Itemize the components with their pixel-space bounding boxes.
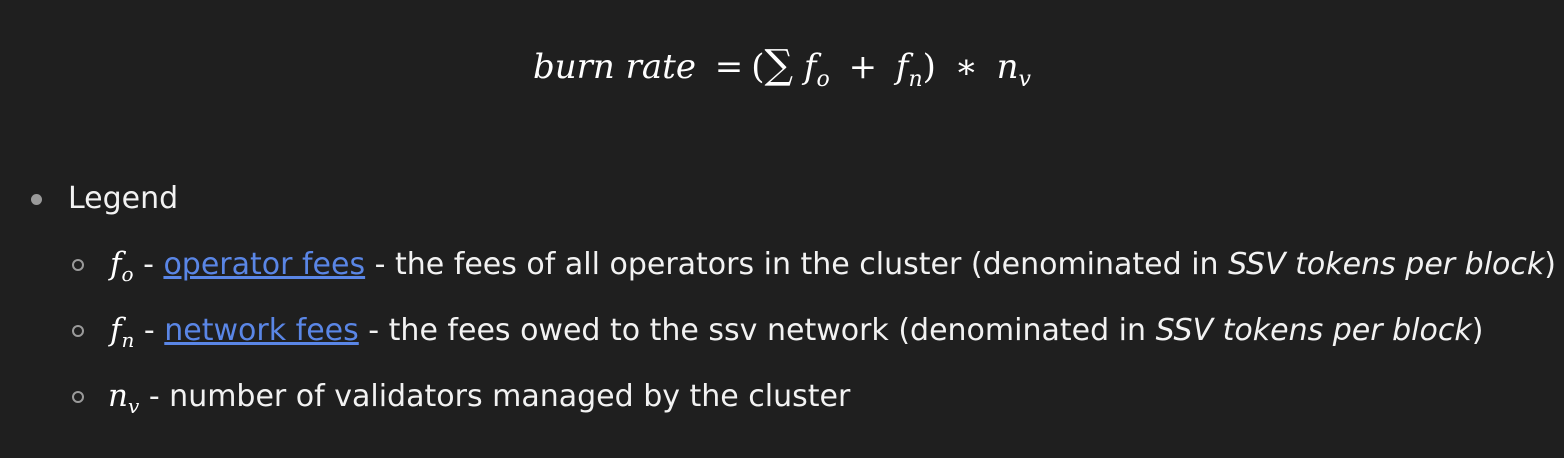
legend-item-emphasis: SSV tokens per block bbox=[1228, 247, 1545, 282]
legend-item-tail: ) bbox=[1544, 247, 1556, 282]
formula-lhs: burn rate bbox=[533, 47, 696, 87]
formula-n-validators: nv bbox=[996, 47, 1031, 92]
summation-symbol: ∑ bbox=[764, 42, 794, 88]
formula-close-paren: ) bbox=[922, 47, 936, 87]
legend-item-network-fees: fn - network fees - the fees owed to the… bbox=[110, 312, 1483, 358]
operator-fees-link[interactable]: operator fees bbox=[163, 247, 366, 282]
bullet-circle-icon bbox=[72, 391, 84, 403]
separator: - bbox=[133, 247, 164, 282]
legend-item-operator-fees: fo - operator fees - the fees of all ope… bbox=[110, 246, 1556, 292]
formula-f-network: fn bbox=[895, 47, 923, 92]
legend-title: Legend bbox=[68, 181, 179, 216]
var-n-v: nv bbox=[108, 378, 140, 419]
formula-f-operator: fo bbox=[803, 47, 830, 92]
network-fees-link[interactable]: network fees bbox=[164, 313, 359, 348]
var-f-n: fn bbox=[110, 312, 135, 353]
legend-item-tail: ) bbox=[1471, 313, 1484, 348]
formula-open-paren: ( bbox=[751, 47, 765, 87]
legend-item-emphasis: SSV tokens per block bbox=[1155, 313, 1472, 348]
formula-equals: = bbox=[714, 47, 744, 87]
legend-item-text: - the fees owed to the ssv network (deno… bbox=[358, 313, 1156, 348]
formula-times: ∗ bbox=[954, 47, 978, 87]
bullet-disc-icon bbox=[31, 194, 42, 205]
burn-rate-formula: burn rate =(∑ fo + fn) ∗ nv bbox=[0, 42, 1564, 92]
bullet-circle-icon bbox=[72, 325, 84, 337]
var-f-o: fo bbox=[110, 246, 134, 287]
separator: - bbox=[134, 313, 165, 348]
legend-item-text: - number of validators managed by the cl… bbox=[139, 379, 851, 414]
legend-item-validators: nv - number of validators managed by the… bbox=[108, 378, 850, 424]
bullet-circle-icon bbox=[72, 259, 84, 271]
formula-plus: + bbox=[848, 47, 878, 87]
legend-item-text: - the fees of all operators in the clust… bbox=[365, 247, 1229, 282]
